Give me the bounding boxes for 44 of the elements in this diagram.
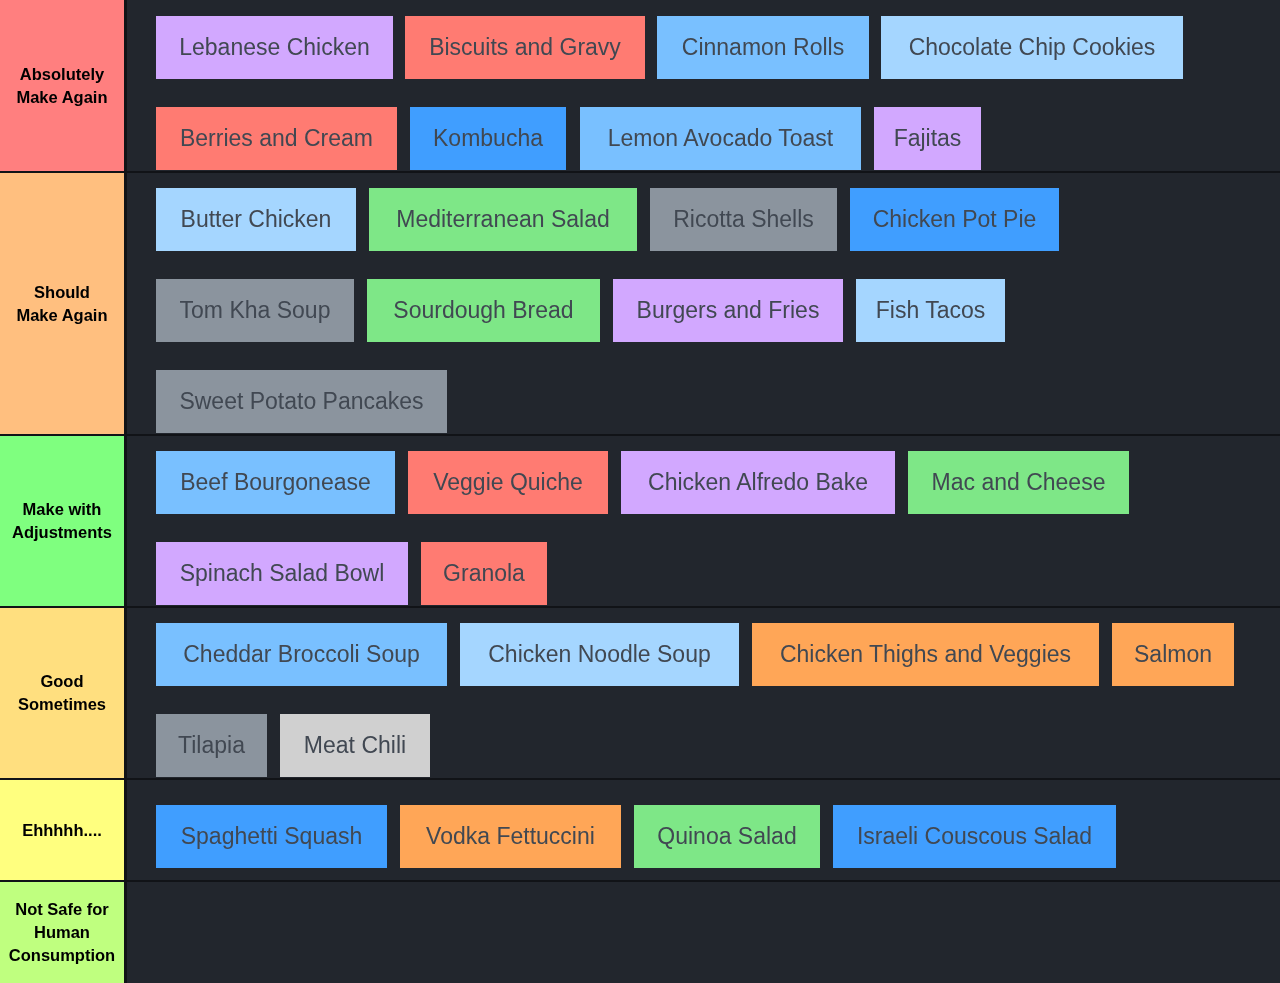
- item-tile: Burgers and Fries: [613, 279, 843, 342]
- item-tile: Cinnamon Rolls: [657, 16, 869, 79]
- tier-label: Ehhhhh....: [21, 820, 103, 841]
- tier-row: [0, 0, 1280, 173]
- item-tile: Granola: [421, 542, 547, 605]
- item-tile: Sourdough Bread: [367, 279, 600, 342]
- item-tile: Fajitas: [874, 107, 981, 170]
- item-tile: Fish Tacos: [856, 279, 1005, 342]
- item-tile: Spinach Salad Bowl: [156, 542, 408, 605]
- item-tile: Sweet Potato Pancakes: [156, 370, 447, 433]
- item-tile: Chicken Thighs and Veggies: [752, 623, 1099, 686]
- item-tile: Tom Kha Soup: [156, 279, 354, 342]
- item-tile: Butter Chicken: [156, 188, 356, 251]
- item-tile: Lebanese Chicken: [156, 16, 393, 79]
- item-tile: Chocolate Chip Cookies: [881, 16, 1183, 79]
- item-tile: Biscuits and Gravy: [405, 16, 645, 79]
- tier-label: Not Safe for Human Consumption: [7, 899, 117, 966]
- item-tile: Spaghetti Squash: [156, 805, 387, 868]
- item-tile: Chicken Pot Pie: [850, 188, 1059, 251]
- tier-label: Make with Adjustments: [11, 499, 113, 543]
- item-tile: Berries and Cream: [156, 107, 397, 170]
- item-tile: Mediterranean Salad: [369, 188, 637, 251]
- item-tile: Ricotta Shells: [650, 188, 837, 251]
- item-tile: Meat Chili: [280, 714, 430, 777]
- item-tile: Kombucha: [410, 107, 566, 170]
- tier-label: Absolutely Make Again: [15, 64, 109, 108]
- item-tile: Mac and Cheese: [908, 451, 1129, 514]
- item-tile: Chicken Noodle Soup: [460, 623, 739, 686]
- tier-label: Good Sometimes: [16, 671, 107, 715]
- item-tile: Vodka Fettuccini: [400, 805, 621, 868]
- tier-row: [0, 436, 1280, 608]
- item-tile: Lemon Avocado Toast: [580, 107, 861, 170]
- item-tile: Chicken Alfredo Bake: [621, 451, 895, 514]
- item-tile: Tilapia: [156, 714, 267, 777]
- tier-row: [0, 780, 1280, 882]
- item-tile: Veggie Quiche: [408, 451, 608, 514]
- item-tile: Beef Bourgonease: [156, 451, 395, 514]
- tier-label: Should Make Again: [15, 282, 109, 326]
- tier-row: [0, 608, 1280, 780]
- item-tile: Quinoa Salad: [634, 805, 820, 868]
- item-tile: Salmon: [1112, 623, 1234, 686]
- item-tile: Israeli Couscous Salad: [833, 805, 1116, 868]
- tier-row: [0, 173, 1280, 436]
- item-tile: Cheddar Broccoli Soup: [156, 623, 447, 686]
